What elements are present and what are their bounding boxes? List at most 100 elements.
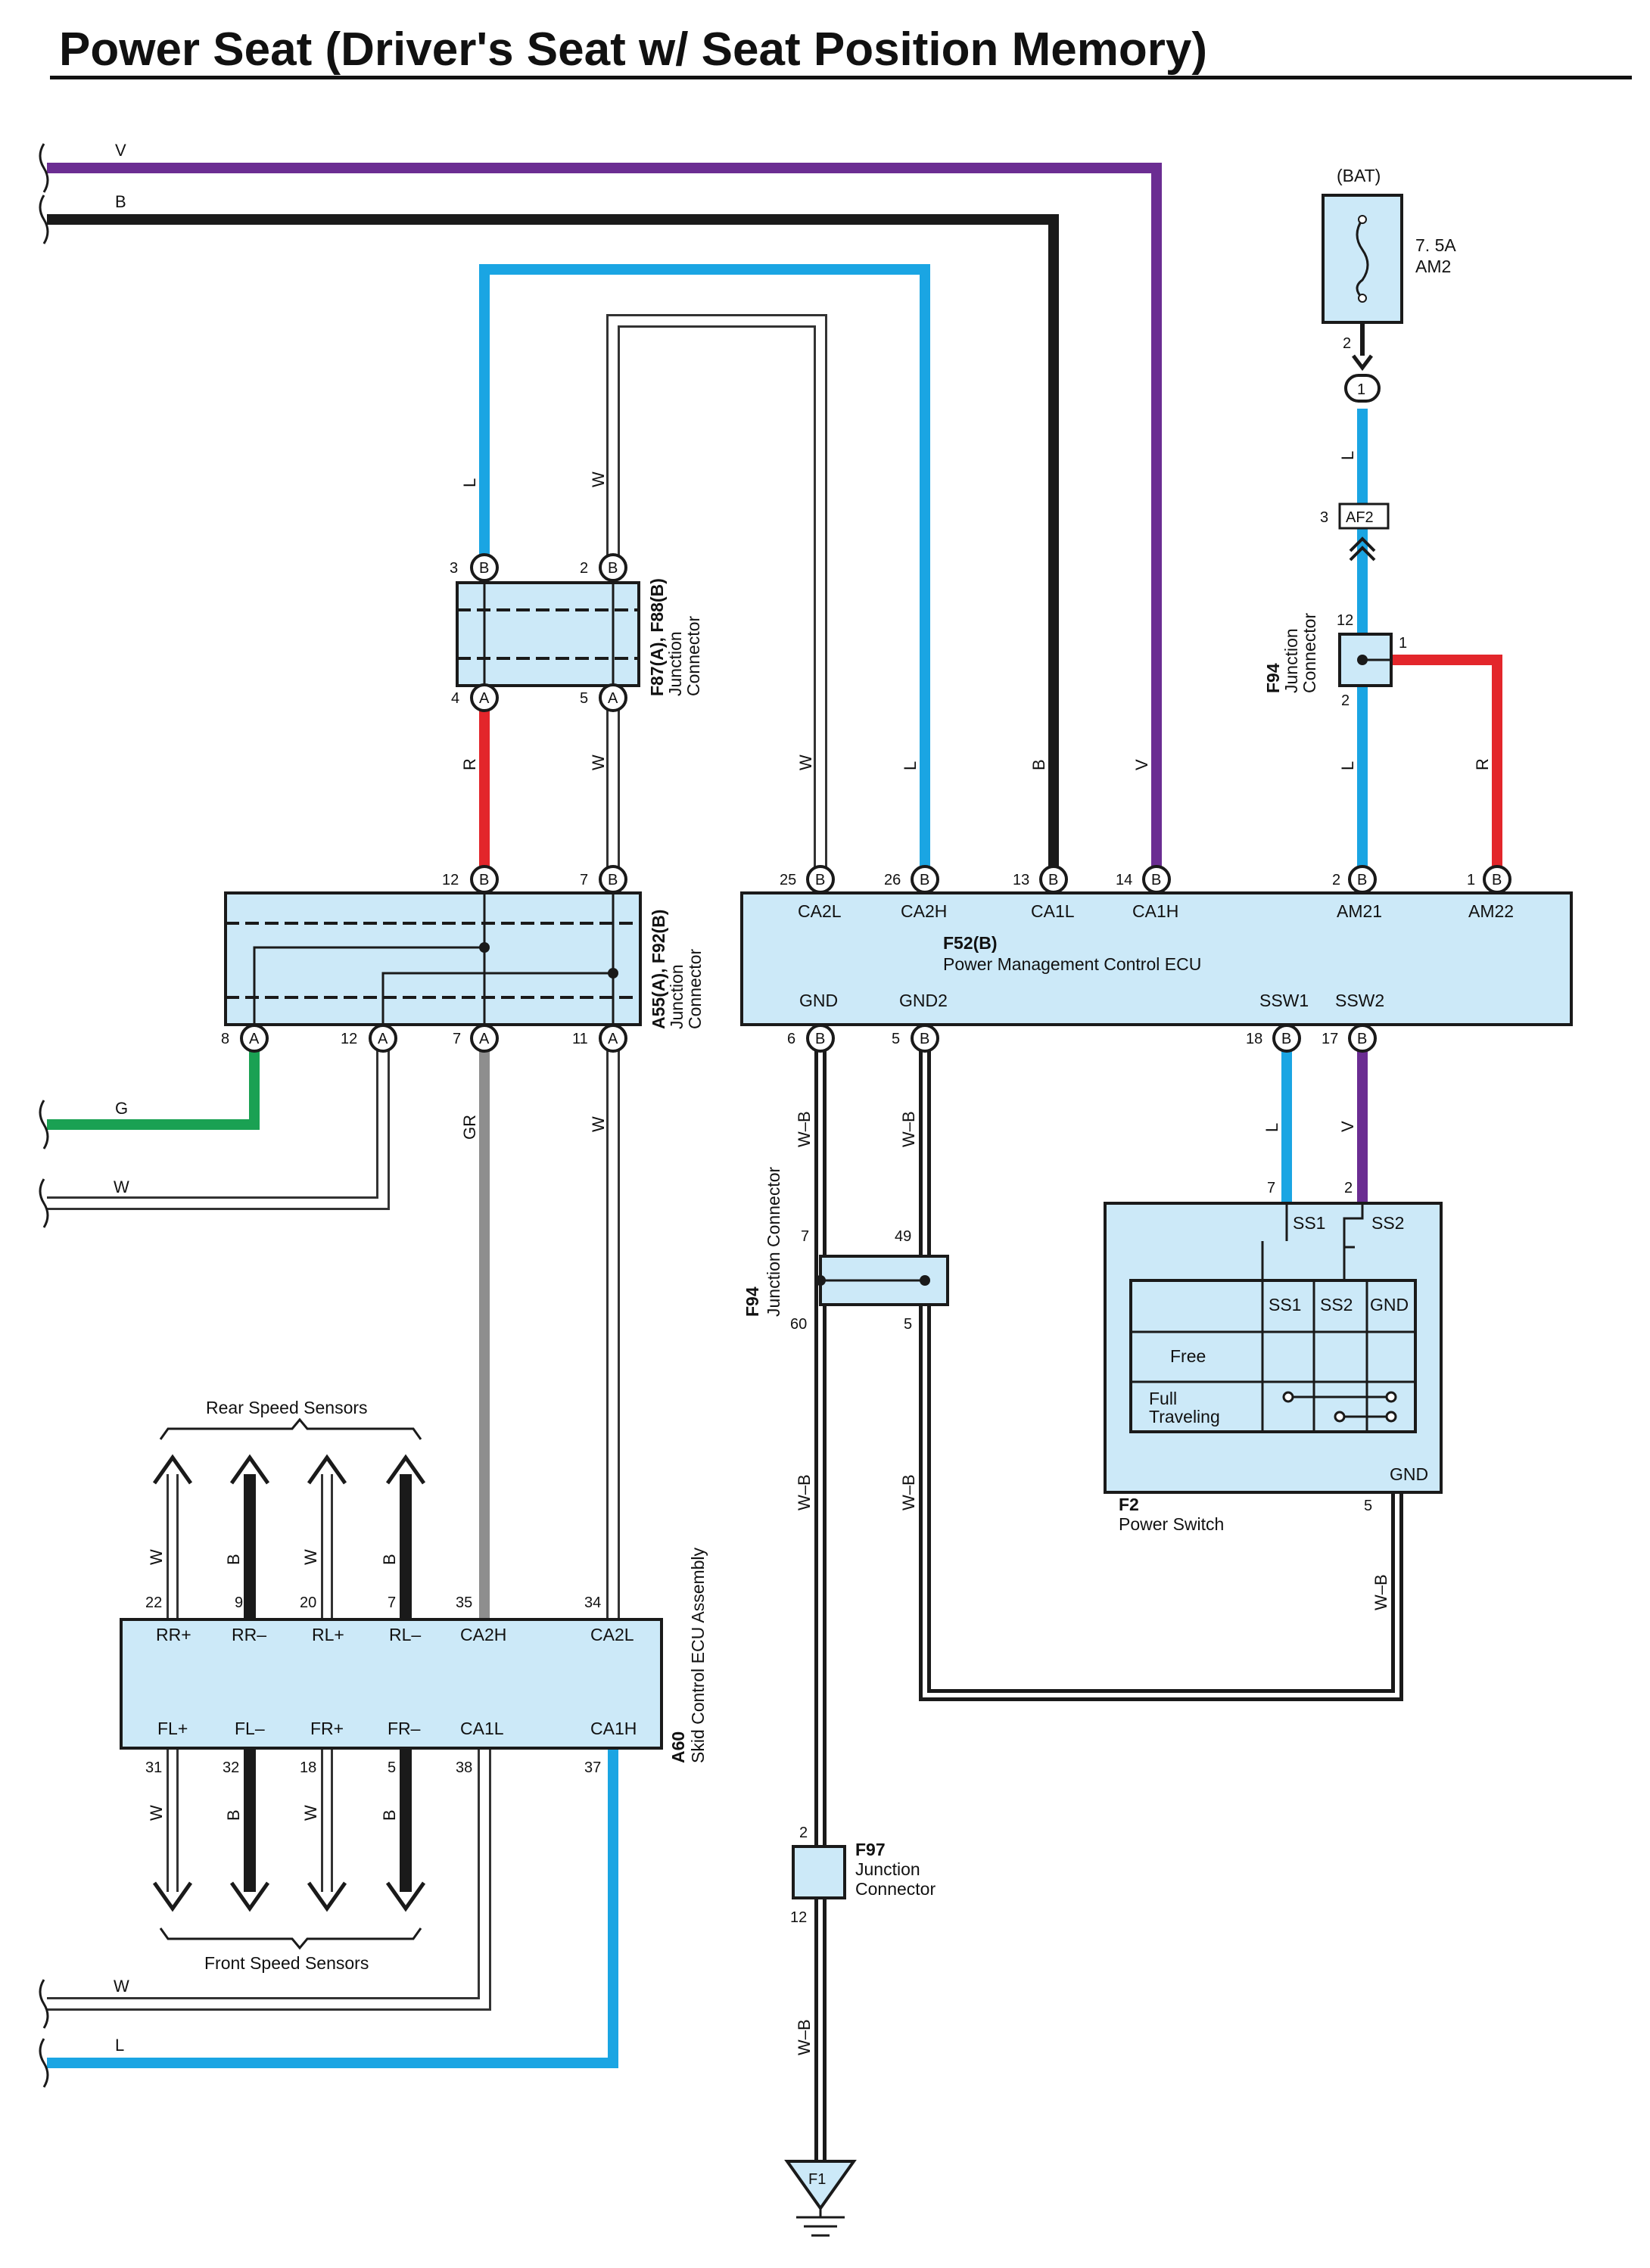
- f52-pin-am22: B 1 AM22: [1467, 865, 1514, 921]
- svg-text:11: 11: [572, 1031, 588, 1047]
- f97-id: F97: [855, 1840, 886, 1859]
- svg-text:9: 9: [235, 1594, 243, 1611]
- a60-pin-fl-plus: 31 FL+: [145, 1719, 188, 1776]
- wire-label-l-am21: L: [1338, 761, 1357, 770]
- svg-text:CA2L: CA2L: [798, 901, 842, 921]
- f87-pin-b2: B 2: [580, 553, 627, 582]
- f94-mid-pin-49: 49: [895, 1228, 911, 1245]
- f52-pin-ssw2: B 17 SSW2: [1322, 991, 1384, 1053]
- f87-pin-a4: A 4: [451, 683, 499, 712]
- svg-text:FR–: FR–: [388, 1719, 421, 1738]
- svg-text:FR+: FR+: [310, 1719, 344, 1738]
- rear-sensor-wires: [152, 1417, 426, 1619]
- af2-name: AF2: [1346, 509, 1374, 526]
- a60-pin-ca2l: 34 CA2L: [584, 1594, 634, 1644]
- wire-g-in: [47, 1038, 260, 1130]
- f52-pin-gnd: B 6 GND: [787, 991, 838, 1053]
- svg-text:SSW2: SSW2: [1335, 991, 1384, 1010]
- f52-pin-am21: B 2 AM21: [1332, 865, 1382, 921]
- svg-text:RL–: RL–: [389, 1625, 421, 1644]
- wire-label-wb-gnd2-low: W–B: [899, 1474, 918, 1510]
- svg-text:B: B: [815, 872, 825, 888]
- wire-label-b-rr: B: [224, 1554, 243, 1565]
- a60-pin-fr-plus: 18 FR+: [300, 1719, 344, 1776]
- wire-label-gr-ca2h: GR: [460, 1115, 479, 1140]
- f94-top-junction: 12 1 2 F94 Junction Connector: [1263, 612, 1407, 709]
- af2-pin: 3: [1320, 509, 1328, 526]
- wire-label-w-ca2l: W: [796, 754, 815, 770]
- a55-pin-a12: A 12: [341, 1024, 397, 1053]
- f2-pin-2: 2: [1344, 1180, 1353, 1196]
- wire-label-l-ssw1: L: [1262, 1123, 1281, 1132]
- wire-label-w-top: W: [589, 471, 608, 487]
- f2-head-ss1: SS1: [1269, 1295, 1301, 1314]
- svg-text:20: 20: [300, 1594, 316, 1611]
- rear-sensors-label: Rear Speed Sensors: [206, 1398, 368, 1417]
- svg-text:6: 6: [787, 1031, 795, 1047]
- f2-id: F2: [1119, 1495, 1139, 1514]
- a55-pin-a11: A 11: [572, 1024, 627, 1053]
- bat-fuse: (BAT) 7. 5A AM2 2: [1322, 166, 1456, 372]
- f2-head-ss2: SS2: [1320, 1295, 1353, 1314]
- svg-text:12: 12: [442, 872, 459, 888]
- svg-text:12: 12: [341, 1031, 357, 1047]
- a60-pin-ca1h: 37 CA1H: [584, 1719, 637, 1776]
- bat-pin-2: 2: [1343, 335, 1351, 352]
- svg-text:A: A: [479, 690, 490, 707]
- f2-contact-marks: [1282, 1391, 1397, 1423]
- a60-pin-fl-minus: 32 FL–: [223, 1719, 265, 1776]
- f87-name-1: Junction: [665, 631, 685, 696]
- svg-text:7: 7: [453, 1031, 461, 1047]
- f97-name-1: Junction: [855, 1859, 920, 1879]
- title-rule: [50, 76, 1632, 79]
- svg-text:14: 14: [1116, 872, 1132, 888]
- fuse-name: AM2: [1415, 257, 1451, 276]
- f52-pin-gnd2: B 5 GND2: [892, 991, 948, 1053]
- a60-pin-fr-minus: 5 FR–: [388, 1719, 421, 1776]
- front-sensors-label: Front Speed Sensors: [204, 1953, 369, 1973]
- f52-pin-ca2h: B 26 CA2H: [884, 865, 947, 921]
- wire-label-w-fl: W: [147, 1805, 166, 1821]
- f52-name: Power Management Control ECU: [943, 954, 1201, 974]
- f87-pin-a5: A 5: [580, 683, 627, 712]
- svg-text:B: B: [1151, 872, 1161, 888]
- svg-text:2: 2: [580, 560, 588, 577]
- svg-text:CA1L: CA1L: [460, 1719, 504, 1738]
- wire-label-w-rr: W: [147, 1549, 166, 1565]
- wire-label-w-fr: W: [301, 1805, 320, 1821]
- a55-pin-b12: B 12: [442, 865, 499, 894]
- f97-pin-12: 12: [790, 1909, 807, 1926]
- svg-text:22: 22: [145, 1594, 162, 1611]
- inline-pin-1: 1: [1357, 381, 1365, 398]
- svg-text:5: 5: [580, 690, 588, 707]
- f2-switch-table: SS1 SS2 GND Free Full Traveling: [1129, 1279, 1417, 1433]
- fuse-rating: 7. 5A: [1415, 235, 1456, 255]
- svg-text:B: B: [1357, 872, 1367, 888]
- inline-connector-1: 1: [1344, 374, 1381, 403]
- svg-text:26: 26: [884, 872, 901, 888]
- f87-junction-connector: B 3 B 2 A 4 A 5 F87(A), F88(B) Junction …: [450, 553, 703, 712]
- f94-mid-pin-7: 7: [801, 1228, 809, 1245]
- svg-text:1: 1: [1467, 872, 1475, 888]
- svg-text:CA1H: CA1H: [590, 1719, 637, 1738]
- svg-text:CA1L: CA1L: [1031, 901, 1075, 921]
- f94-mid-pin-60: 60: [790, 1316, 807, 1333]
- f1-name: F1: [808, 2171, 826, 2188]
- svg-text:B: B: [608, 872, 618, 888]
- wire-label-wb-gnd-low: W–B: [795, 1474, 814, 1510]
- wire-label-b-in: B: [115, 192, 126, 211]
- svg-text:CA2H: CA2H: [460, 1625, 506, 1644]
- wire-label-b-fr: B: [380, 1809, 399, 1821]
- wire-label-w-rl: W: [301, 1549, 320, 1565]
- svg-text:B: B: [479, 872, 489, 888]
- f1-ground: F1: [784, 2160, 857, 2237]
- wire-label-l-top: L: [460, 478, 479, 487]
- f2-pin-7: 7: [1267, 1180, 1275, 1196]
- f52-pin-ca2l: B 25 CA2L: [780, 865, 842, 921]
- f94-top-pin-12: 12: [1337, 612, 1353, 629]
- a60-pin-ca1l: 38 CA1L: [456, 1719, 504, 1776]
- f94-mid-junction: 7 49 60 5 F94 Junction Connector: [742, 1166, 949, 1333]
- wire-label-w-in: W: [114, 1178, 129, 1196]
- f94-mid-pin-5: 5: [904, 1316, 912, 1333]
